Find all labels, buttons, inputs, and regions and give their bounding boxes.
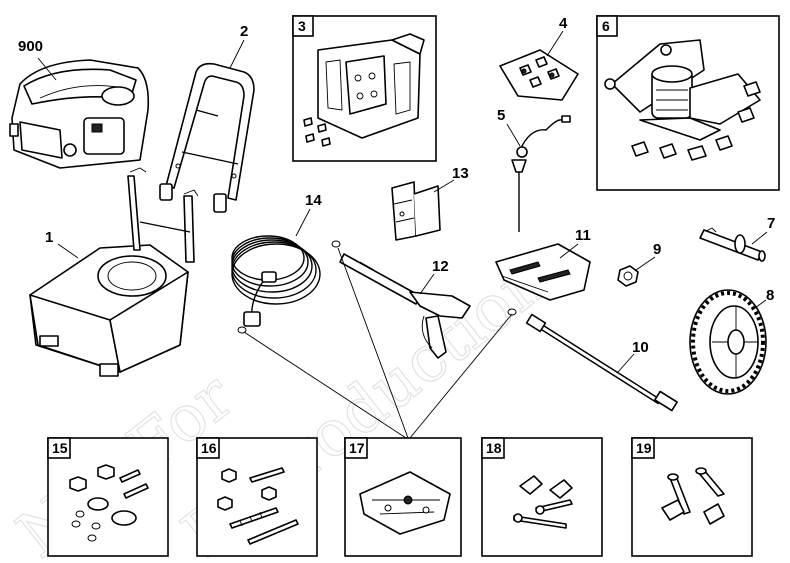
box-6-pump[interactable]: 6 xyxy=(596,15,780,191)
nut-part[interactable] xyxy=(617,265,639,287)
callout-1: 1 xyxy=(45,229,53,246)
callout-5: 5 xyxy=(497,107,505,124)
engine-part[interactable] xyxy=(9,59,150,169)
callout-13: 13 xyxy=(452,165,469,182)
leader-14 xyxy=(295,208,311,237)
callout-9: 9 xyxy=(653,241,661,258)
box-18-hardware-kit[interactable]: 18 xyxy=(481,437,603,557)
box-19-hardware-kit[interactable]: 19 xyxy=(631,437,753,557)
handle-part[interactable] xyxy=(159,62,255,213)
o-ring-leaders xyxy=(243,247,513,439)
box-15-hardware-kit[interactable]: 15 xyxy=(47,437,169,557)
callout-19: 19 xyxy=(636,440,652,456)
leader-1 xyxy=(57,243,79,259)
gun-holder-part[interactable] xyxy=(391,181,441,241)
callout-16: 16 xyxy=(201,440,217,456)
hose-part[interactable] xyxy=(231,235,321,334)
wheel-part[interactable] xyxy=(689,289,767,395)
leader-12 xyxy=(419,273,435,295)
leader-5 xyxy=(506,123,521,147)
leader-13 xyxy=(433,179,455,193)
callout-6: 6 xyxy=(602,18,610,34)
box-3-control-panel[interactable]: 3 xyxy=(292,15,437,162)
box-17-o-ring-kit[interactable]: 17 xyxy=(344,437,462,557)
leader-11 xyxy=(559,243,579,259)
callout-10: 10 xyxy=(632,339,649,356)
callout-900: 900 xyxy=(18,38,43,55)
leader-4 xyxy=(546,30,564,57)
callout-8: 8 xyxy=(766,287,774,304)
axle-part[interactable] xyxy=(699,227,766,262)
callout-17: 17 xyxy=(349,440,365,456)
frame-part[interactable] xyxy=(29,167,199,377)
leader-2 xyxy=(229,39,245,69)
callout-7: 7 xyxy=(767,215,775,232)
box-16-hardware-kit[interactable]: 16 xyxy=(196,437,318,557)
callout-14: 14 xyxy=(305,192,322,209)
callout-15: 15 xyxy=(52,440,68,456)
nozzle-bag-part[interactable] xyxy=(495,243,591,301)
callout-11: 11 xyxy=(575,227,591,244)
leader-8 xyxy=(751,299,767,311)
leader-10 xyxy=(617,353,635,373)
callout-12: 12 xyxy=(432,258,449,275)
chem-tube-part[interactable] xyxy=(511,115,571,232)
leader-900 xyxy=(37,57,57,81)
leader-7 xyxy=(751,231,768,245)
callout-3: 3 xyxy=(298,18,306,34)
callout-4: 4 xyxy=(559,15,568,32)
wand-part[interactable] xyxy=(507,308,678,412)
spray-gun-part[interactable] xyxy=(331,240,471,359)
fittings-part[interactable] xyxy=(499,49,579,101)
callout-2: 2 xyxy=(240,23,248,40)
callout-18: 18 xyxy=(486,440,502,456)
leader-9 xyxy=(635,256,656,271)
